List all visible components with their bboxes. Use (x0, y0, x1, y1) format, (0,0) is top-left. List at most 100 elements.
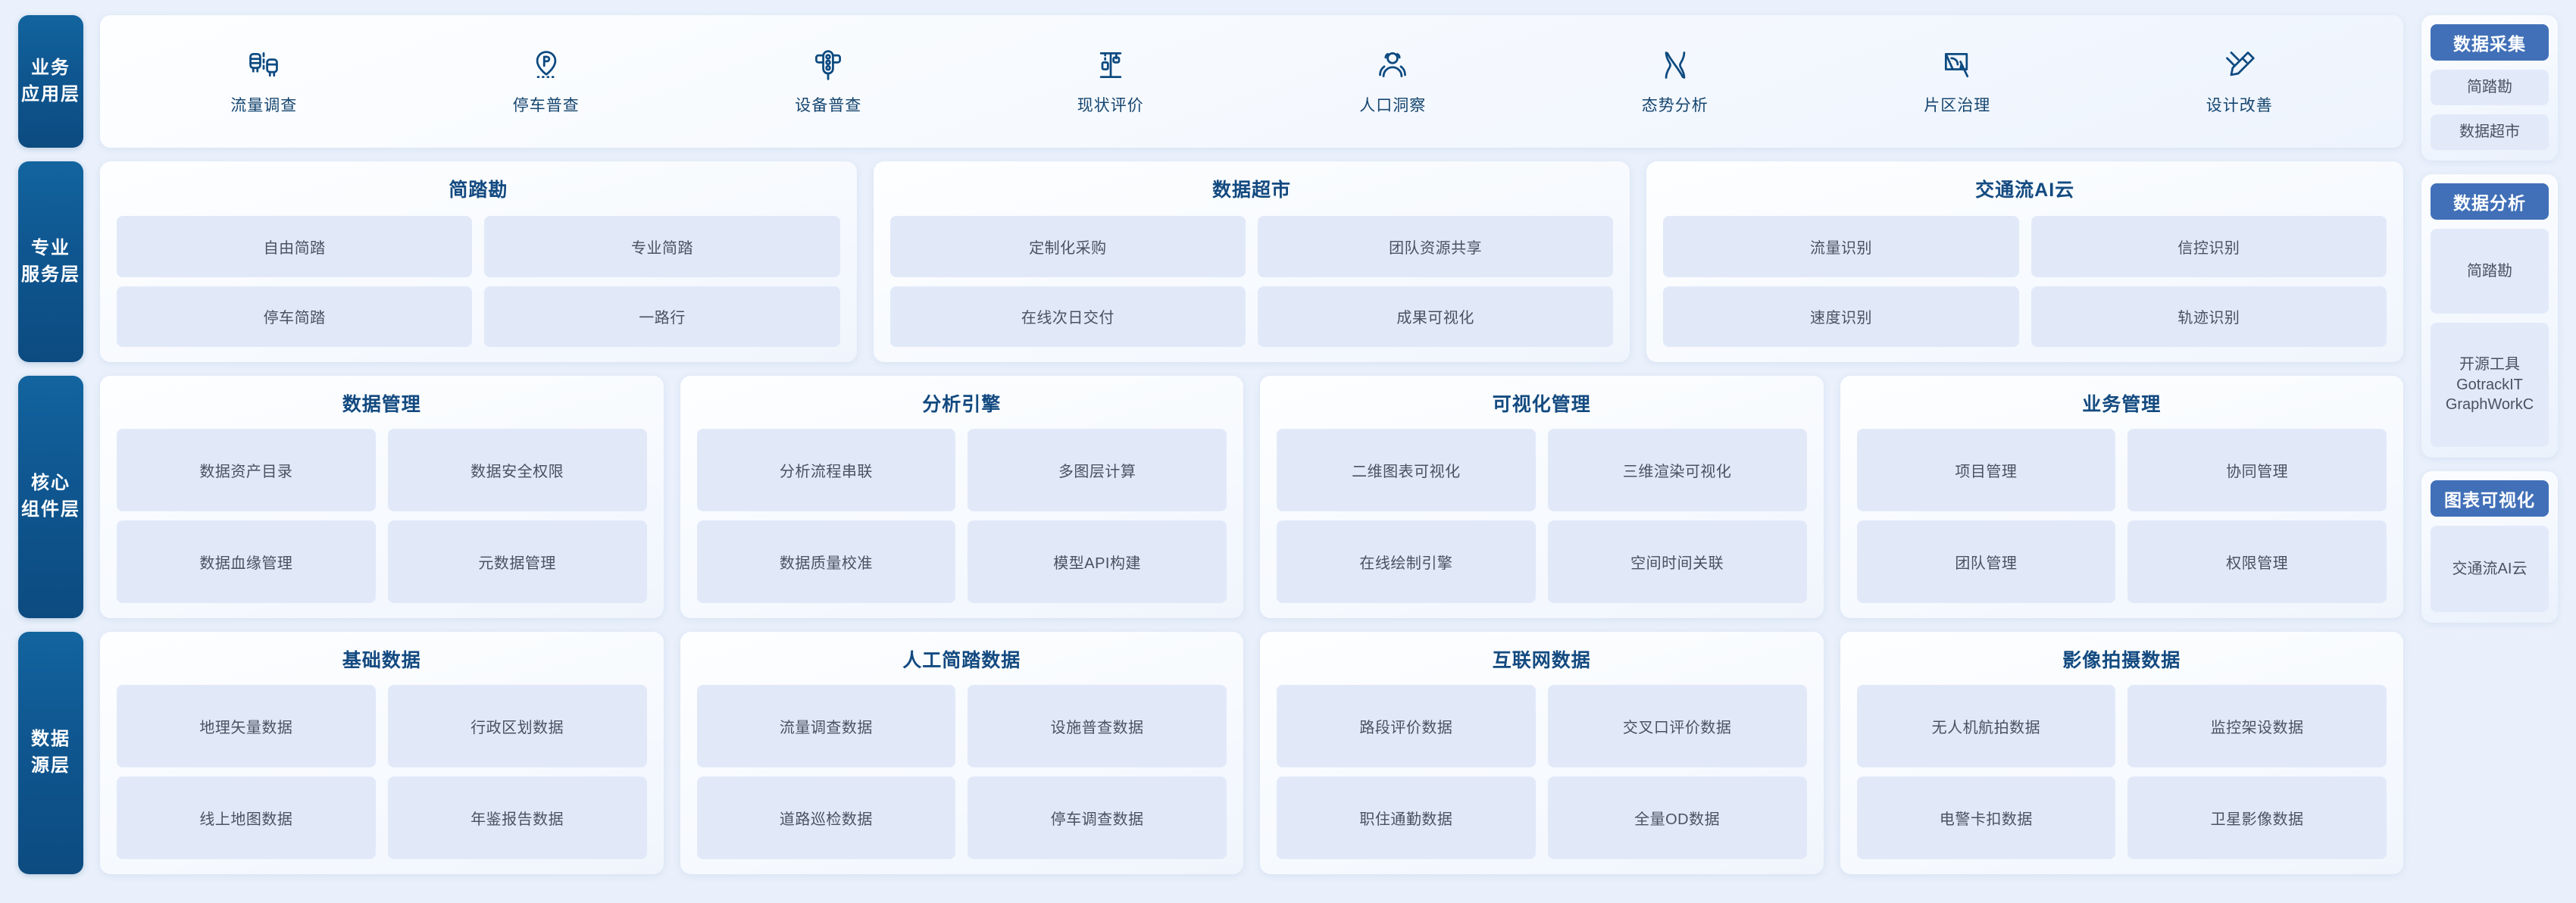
app-item-parking-census[interactable]: 停车普查 (501, 48, 592, 116)
chip[interactable]: 地理矢量数据 (117, 685, 376, 767)
chip[interactable]: 行政区划数据 (387, 685, 647, 767)
group-card-data-supermarket: 数据超市 定制化采购 团队资源共享 在线次日交付 成果可视化 (873, 161, 1630, 362)
group-card-data-management: 数据管理 数据资产目录 数据安全权限 数据血缘管理 元数据管理 (100, 376, 664, 618)
layer-row-core-component: 核心 组件层 数据管理 数据资产目录 数据安全权限 数据血缘管理 元数据管理 分… (18, 376, 2403, 618)
chip[interactable]: 线上地图数据 (117, 776, 376, 859)
chip[interactable]: 三维渲染可视化 (1547, 429, 1807, 511)
chip[interactable]: 空间时间关联 (1547, 520, 1807, 603)
group-title: 分析引擎 (922, 394, 1002, 415)
layers-container: 业务 应用层 (18, 15, 2404, 886)
chip[interactable]: 卫星影像数据 (2127, 776, 2387, 859)
chip[interactable]: 数据资产目录 (117, 429, 376, 511)
group-title: 影像拍摄数据 (2062, 650, 2181, 671)
group-card-business-management: 业务管理 项目管理 协同管理 团队管理 权限管理 (1840, 376, 2403, 618)
chip[interactable]: 成果可视化 (1258, 286, 1614, 347)
chip[interactable]: 多图层计算 (968, 429, 1227, 511)
chip[interactable]: 二维图表可视化 (1277, 429, 1536, 511)
layer-tab-line1: 数据 (31, 729, 70, 750)
app-item-population-insight[interactable]: 人口洞察 (1347, 48, 1438, 116)
group-items: 二维图表可视化 三维渲染可视化 在线绘制引擎 空间时间关联 (1277, 429, 1807, 603)
chip[interactable]: 停车调查数据 (968, 776, 1227, 859)
chip[interactable]: 在线次日交付 (889, 286, 1246, 347)
layer-tab-core-component[interactable]: 核心 组件层 (18, 376, 83, 618)
layer-tab-line2: 源层 (31, 755, 70, 776)
chip[interactable]: 团队资源共享 (1258, 216, 1614, 277)
chip[interactable]: 无人机航拍数据 (1856, 685, 2116, 767)
side-head-chart-visualization[interactable]: 图表可视化 (2431, 480, 2549, 517)
chip[interactable]: 轨迹识别 (2030, 286, 2387, 347)
layer-tab-data-source[interactable]: 数据 源层 (18, 632, 83, 874)
app-label: 现状评价 (1077, 96, 1144, 114)
chip[interactable]: 在线绘制引擎 (1277, 520, 1536, 603)
design-improvement-icon (2222, 48, 2257, 83)
chip[interactable]: 流量识别 (1663, 216, 2019, 277)
side-item[interactable]: 简踏勘 (2431, 70, 2549, 105)
group-card-visualization-management: 可视化管理 二维图表可视化 三维渲染可视化 在线绘制引擎 空间时间关联 (1260, 376, 1824, 618)
chip[interactable]: 年鉴报告数据 (387, 776, 647, 859)
chip[interactable]: 停车简踏 (117, 286, 473, 347)
traffic-survey-icon (246, 48, 281, 83)
app-item-district-governance[interactable]: 片区治理 (1912, 48, 2002, 116)
app-item-traffic-survey[interactable]: 流量调查 (218, 48, 309, 116)
app-item-status-evaluation[interactable]: 现状评价 (1065, 48, 1156, 116)
chip[interactable]: 项目管理 (1856, 429, 2116, 511)
layer-tab-business-application[interactable]: 业务 应用层 (18, 15, 83, 148)
chip[interactable]: 分析流程串联 (696, 429, 956, 511)
chip[interactable]: 流量调查数据 (696, 685, 956, 767)
data-source-groups: 基础数据 地理矢量数据 行政区划数据 线上地图数据 年鉴报告数据 人工简踏数据 … (100, 632, 2403, 874)
group-card-jiantakan: 简踏勘 自由简踏 专业简踏 停车简踏 一路行 (100, 161, 857, 362)
status-evaluation-icon (1093, 48, 1128, 83)
parking-census-icon (529, 48, 564, 83)
group-title: 交通流AI云 (1975, 180, 2075, 201)
chip[interactable]: 速度识别 (1663, 286, 2019, 347)
side-item-line: 数据超市 (2459, 123, 2520, 141)
app-item-design-improvement[interactable]: 设计改善 (2194, 48, 2285, 116)
group-title: 基础数据 (342, 650, 421, 671)
side-item[interactable]: 简踏勘 (2431, 229, 2549, 314)
chip[interactable]: 自由简踏 (117, 216, 473, 277)
layer-row-business-application: 业务 应用层 (18, 15, 2403, 148)
chip[interactable]: 元数据管理 (387, 520, 647, 603)
layer-row-professional-service: 专业 服务层 简踏勘 自由简踏 专业简踏 停车简踏 一路行 数据超市 定 (18, 161, 2404, 362)
chip[interactable]: 定制化采购 (889, 216, 1246, 277)
chip[interactable]: 专业简踏 (484, 216, 840, 277)
group-card-internet-data: 互联网数据 路段评价数据 交叉口评价数据 职住通勤数据 全量OD数据 (1260, 632, 1824, 874)
chip[interactable]: 协同管理 (2127, 429, 2387, 511)
group-title: 人工简踏数据 (902, 650, 1021, 671)
app-label: 设计改善 (2206, 96, 2273, 114)
chip[interactable]: 模型API构建 (968, 520, 1227, 603)
app-item-equipment-census[interactable]: 设备普查 (783, 48, 874, 116)
chip[interactable]: 设施普查数据 (968, 685, 1227, 767)
chip[interactable]: 数据安全权限 (387, 429, 647, 511)
group-items: 地理矢量数据 行政区划数据 线上地图数据 年鉴报告数据 (117, 685, 647, 859)
side-item-line: 简踏勘 (2467, 79, 2512, 96)
layer-tab-line2: 组件层 (21, 499, 80, 520)
chip[interactable]: 数据质量校准 (696, 520, 956, 603)
chip[interactable]: 团队管理 (1856, 520, 2116, 603)
side-card-chart-visualization: 图表可视化 交通流AI云 (2421, 471, 2558, 623)
side-item[interactable]: 数据超市 (2431, 114, 2549, 150)
side-head-data-collection[interactable]: 数据采集 (2431, 24, 2549, 61)
side-head-data-analysis[interactable]: 数据分析 (2431, 183, 2549, 220)
layer-tab-professional-service[interactable]: 专业 服务层 (18, 161, 83, 362)
side-rail: 数据采集 简踏勘 数据超市 数据分析 简踏勘 开源工具 GotrackIT Gr… (2421, 15, 2558, 886)
side-item[interactable]: 交通流AI云 (2431, 526, 2549, 612)
chip[interactable]: 数据血缘管理 (117, 520, 376, 603)
business-app-strip: 流量调查 停车普查 (100, 15, 2403, 148)
chip[interactable]: 交叉口评价数据 (1547, 685, 1807, 767)
chip[interactable]: 道路巡检数据 (696, 776, 956, 859)
core-component-groups: 数据管理 数据资产目录 数据安全权限 数据血缘管理 元数据管理 分析引擎 分析流… (100, 376, 2403, 618)
app-label: 设备普查 (795, 96, 862, 114)
chip[interactable]: 全量OD数据 (1547, 776, 1807, 859)
chip[interactable]: 权限管理 (2127, 520, 2387, 603)
chip[interactable]: 路段评价数据 (1277, 685, 1536, 767)
chip[interactable]: 监控架设数据 (2127, 685, 2387, 767)
chip[interactable]: 职住通勤数据 (1277, 776, 1536, 859)
chip[interactable]: 电警卡扣数据 (1856, 776, 2116, 859)
chip[interactable]: 一路行 (484, 286, 840, 347)
app-item-situation-analysis[interactable]: 态势分析 (1630, 48, 1721, 116)
chip[interactable]: 信控识别 (2030, 216, 2387, 277)
side-item-opensource-tools[interactable]: 开源工具 GotrackIT GraphWorkC (2431, 322, 2549, 447)
side-card-data-collection: 数据采集 简踏勘 数据超市 (2421, 15, 2558, 161)
